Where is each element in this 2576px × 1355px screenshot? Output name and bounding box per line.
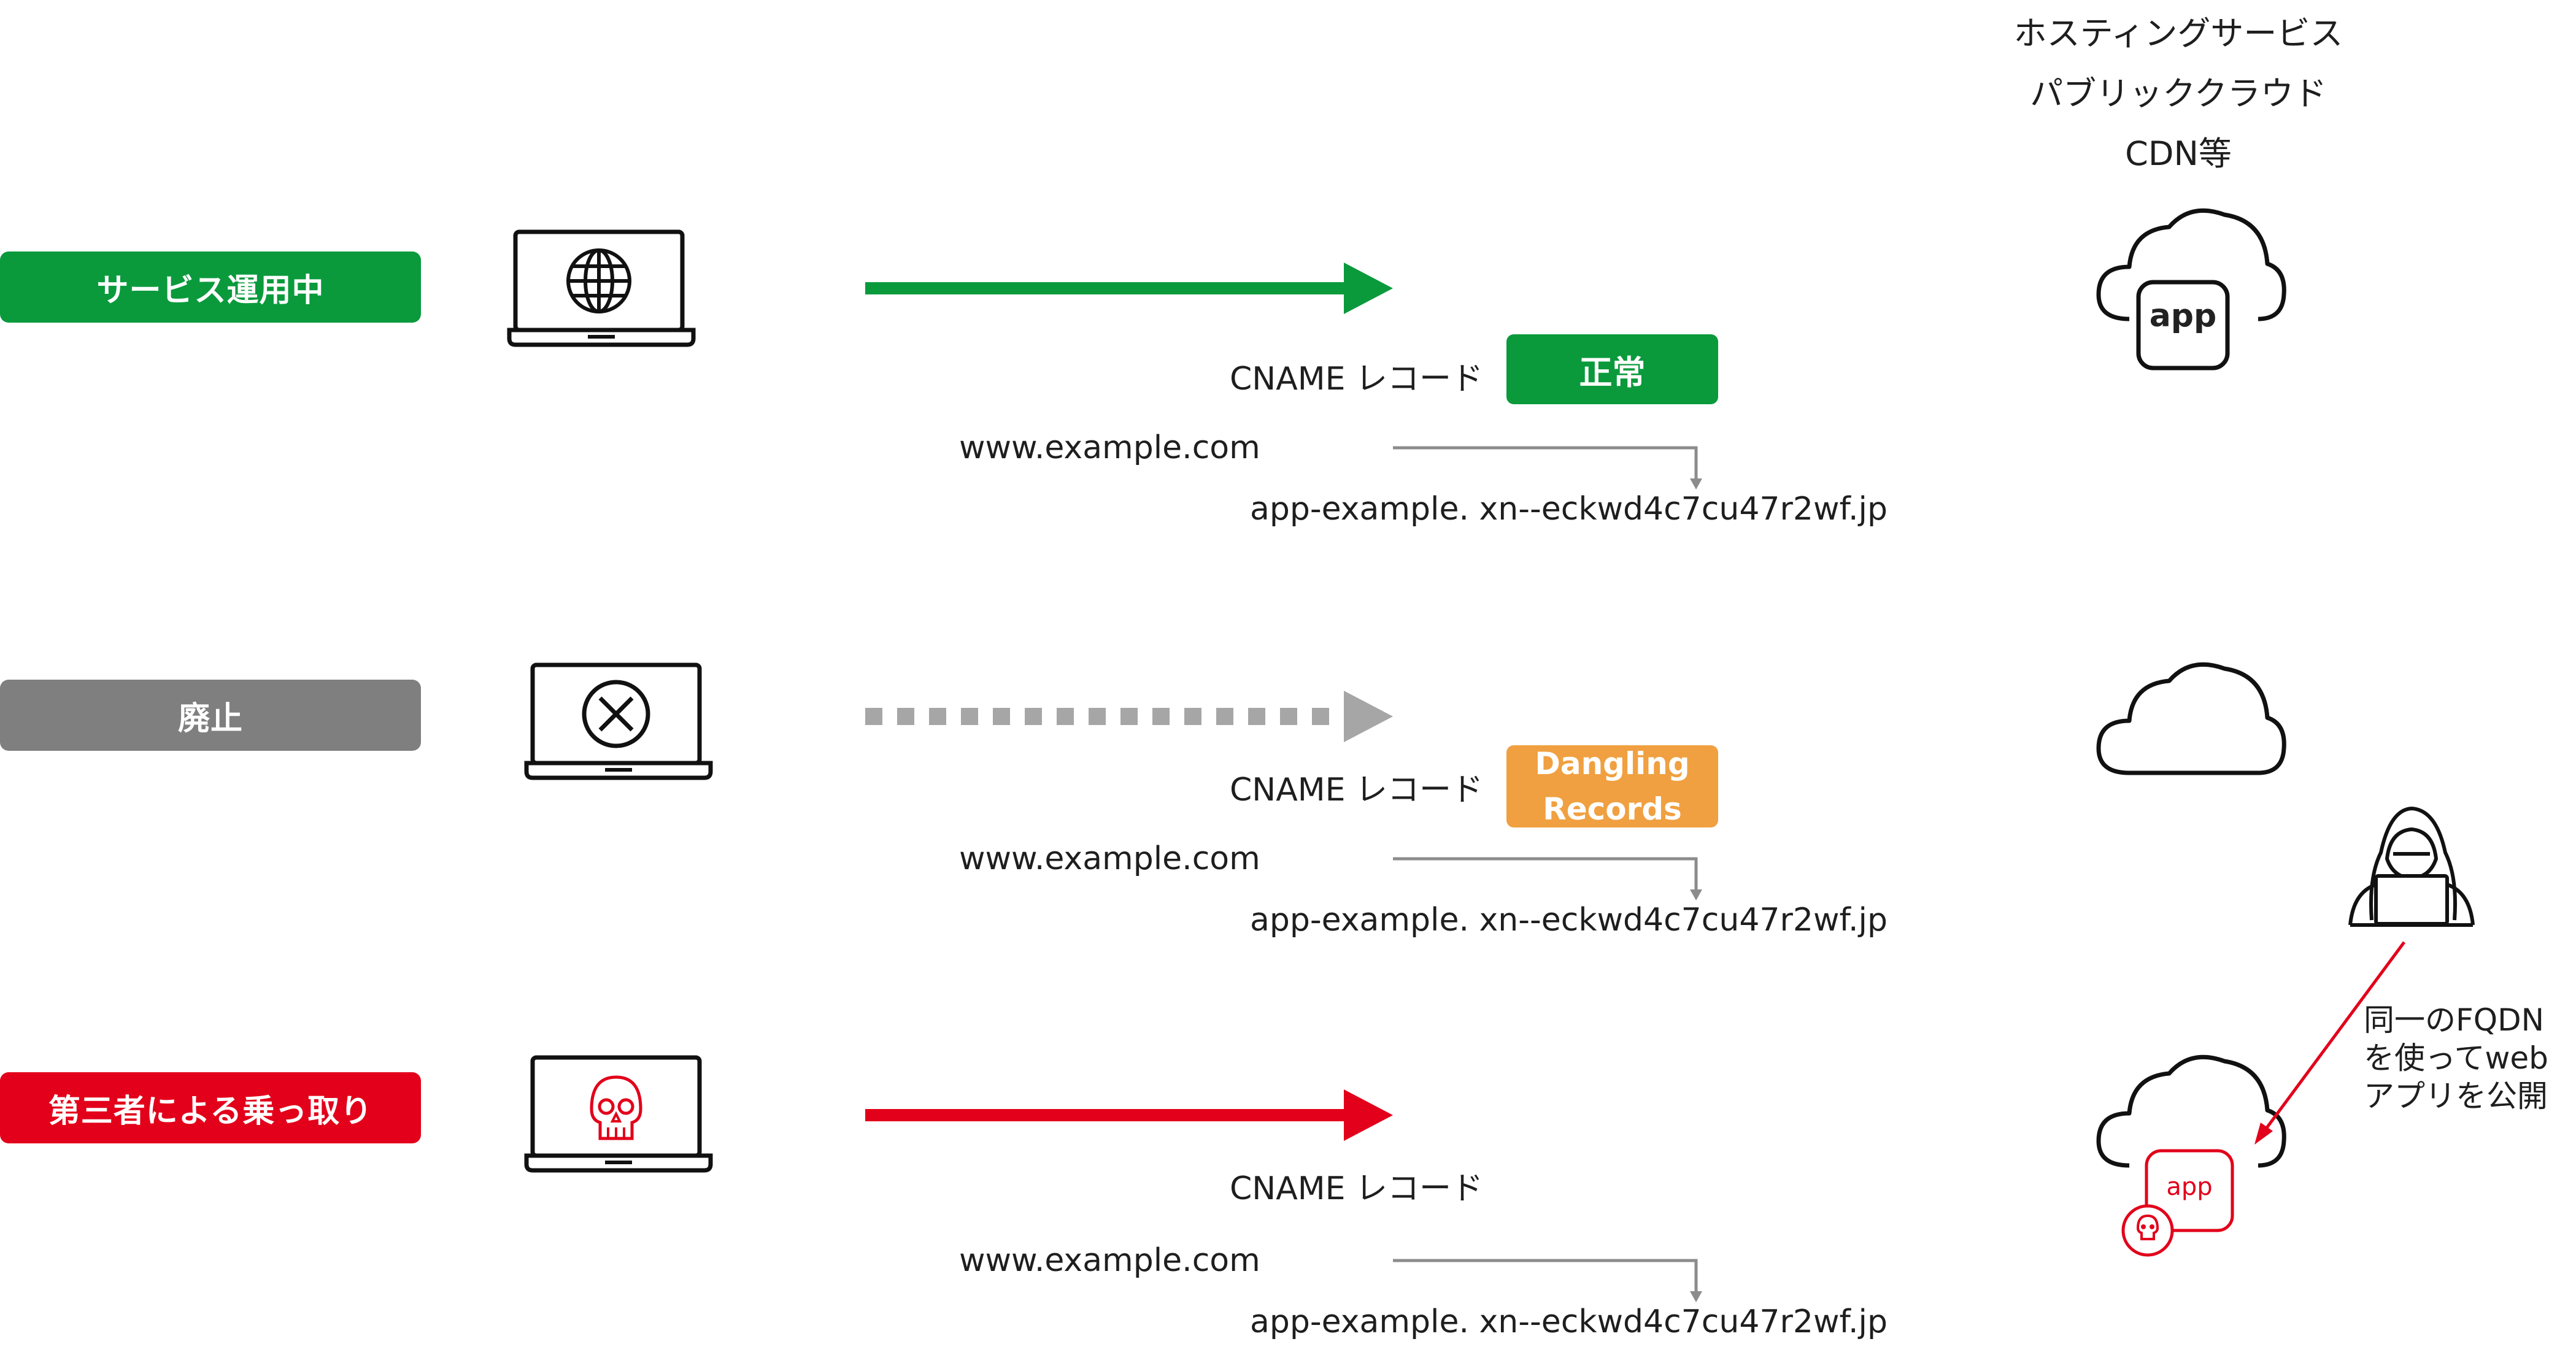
source-domain-row3: www.example.com: [959, 1242, 1260, 1279]
cloud-app-label: app: [2149, 297, 2217, 334]
status-label-abolished: 廃止: [0, 680, 421, 751]
cloud-app-icon: [2096, 208, 2286, 370]
status-label-running: サービス運用中: [0, 251, 421, 323]
arrow-row1: [865, 263, 1393, 314]
record-label-row1: CNAME レコード: [1230, 361, 1484, 397]
arrow-row3: [865, 1089, 1393, 1141]
arrow-row2-dotted: [865, 691, 1393, 742]
target-domain-row3: app-example. xn--eckwd4c7cu47r2wf.jp: [1250, 1303, 1888, 1340]
laptop-globe-icon: [507, 229, 696, 347]
malicious-app-label: app: [2166, 1173, 2213, 1201]
attacker-note: 同一のFQDN を使ってweb アプリを公開: [2364, 1001, 2548, 1115]
hosting-title-line2: パブリッククラウド: [2030, 74, 2327, 113]
source-domain-row2: www.example.com: [959, 840, 1260, 877]
record-label-row3: CNAME レコード: [1230, 1170, 1484, 1207]
attacker-note-line3: アプリを公開: [2364, 1078, 2548, 1114]
cloud-malicious-app-icon: [2096, 1054, 2286, 1257]
cname-arrow-row1: [1393, 446, 1702, 489]
status-label-takeover: 第三者による乗っ取り: [0, 1072, 421, 1143]
source-domain-row1: www.example.com: [959, 429, 1260, 466]
hosting-title-line1: ホスティングサービス: [2013, 14, 2343, 53]
badge-dangling: Dangling Records: [1506, 745, 1718, 827]
record-label-row2: CNAME レコード: [1230, 772, 1484, 808]
attack-arrow: [2254, 941, 2406, 1145]
laptop-x-icon: [524, 662, 713, 780]
attacker-note-line2: を使ってweb: [2364, 1040, 2548, 1076]
cname-arrow-row3: [1393, 1259, 1702, 1302]
attacker-note-line1: 同一のFQDN: [2364, 1002, 2545, 1038]
target-domain-row1: app-example. xn--eckwd4c7cu47r2wf.jp: [1250, 491, 1888, 528]
laptop-skull-icon: [524, 1055, 713, 1173]
hosting-title-line3: CDN等: [2125, 134, 2232, 173]
badge-dangling-line2: Records: [1543, 791, 1682, 827]
hooded-hacker-icon: [2348, 807, 2475, 927]
target-domain-row2: app-example. xn--eckwd4c7cu47r2wf.jp: [1250, 902, 1888, 939]
cname-arrow-row2: [1393, 857, 1702, 900]
cloud-icon: [2096, 662, 2286, 775]
badge-normal: 正常: [1506, 334, 1718, 404]
badge-dangling-line1: Dangling: [1535, 746, 1690, 781]
